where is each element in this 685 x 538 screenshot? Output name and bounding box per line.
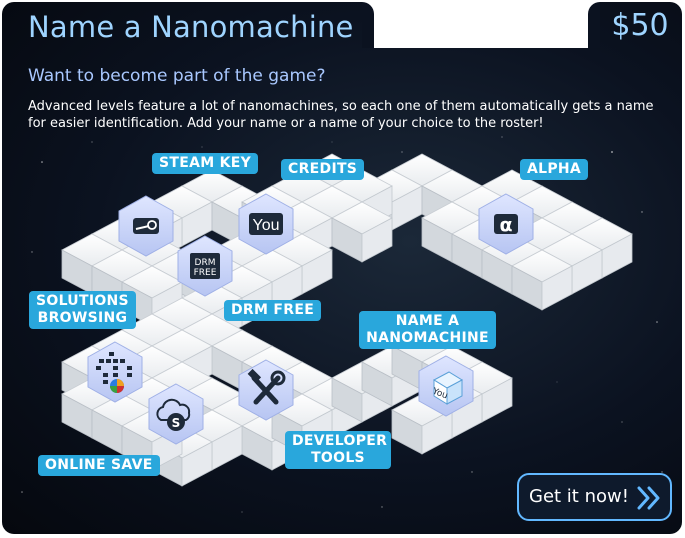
label-solutions-line2: BROWSING [37,310,128,326]
steam-icon[interactable] [118,195,174,257]
you-badge-icon[interactable]: You [238,193,294,255]
header-notch [362,2,600,48]
cloud-save-icon[interactable]: S [148,383,204,445]
label-steam-key[interactable]: STEAM KEY [152,153,259,174]
double-chevron-right-icon [637,486,660,510]
label-devtools-line1: DEVELOPER [292,433,388,449]
get-it-now-button[interactable]: Get it now! [517,473,672,521]
drm-free-icon[interactable]: DRM FREE [177,235,233,297]
label-alpha[interactable]: ALPHA [520,159,589,180]
label-solutions-browsing[interactable]: SOLUTIONS BROWSING [29,291,136,329]
free-icon-text: FREE [194,268,217,278]
hammer-wrench-icon[interactable] [238,359,294,421]
label-nanomachine-line1: NAME A [395,313,460,329]
label-online-save[interactable]: ONLINE SAVE [38,455,160,476]
save-icon-text: S [172,416,181,430]
label-solutions-line1: SOLUTIONS [36,293,129,309]
get-it-now-label: Get it now! [529,486,629,507]
drm-icon-text: DRM [195,258,216,268]
alpha-icon[interactable]: α [478,193,534,255]
page-title: Name a Nanomachine [28,10,354,44]
label-name-a-nanomachine[interactable]: NAME A NANOMACHINE [359,311,496,349]
label-credits[interactable]: CREDITS [281,159,365,180]
nanomachine-cube-icon[interactable]: You [418,355,474,417]
price-tag: $50 [611,8,669,43]
subtitle: Want to become part of the game? [28,66,326,86]
label-devtools-line2: TOOLS [311,450,365,466]
solutions-grid-icon[interactable] [87,341,143,403]
alpha-icon-text: α [499,214,512,236]
label-developer-tools[interactable]: DEVELOPER TOOLS [285,431,391,469]
credits-icon-text: You [253,217,280,234]
label-drm-free[interactable]: DRM FREE [224,300,322,321]
description: Advanced levels feature a lot of nanomac… [28,99,654,131]
title-tab: Name a Nanomachine [2,2,362,50]
label-nanomachine-line2: NANOMACHINE [366,330,489,346]
